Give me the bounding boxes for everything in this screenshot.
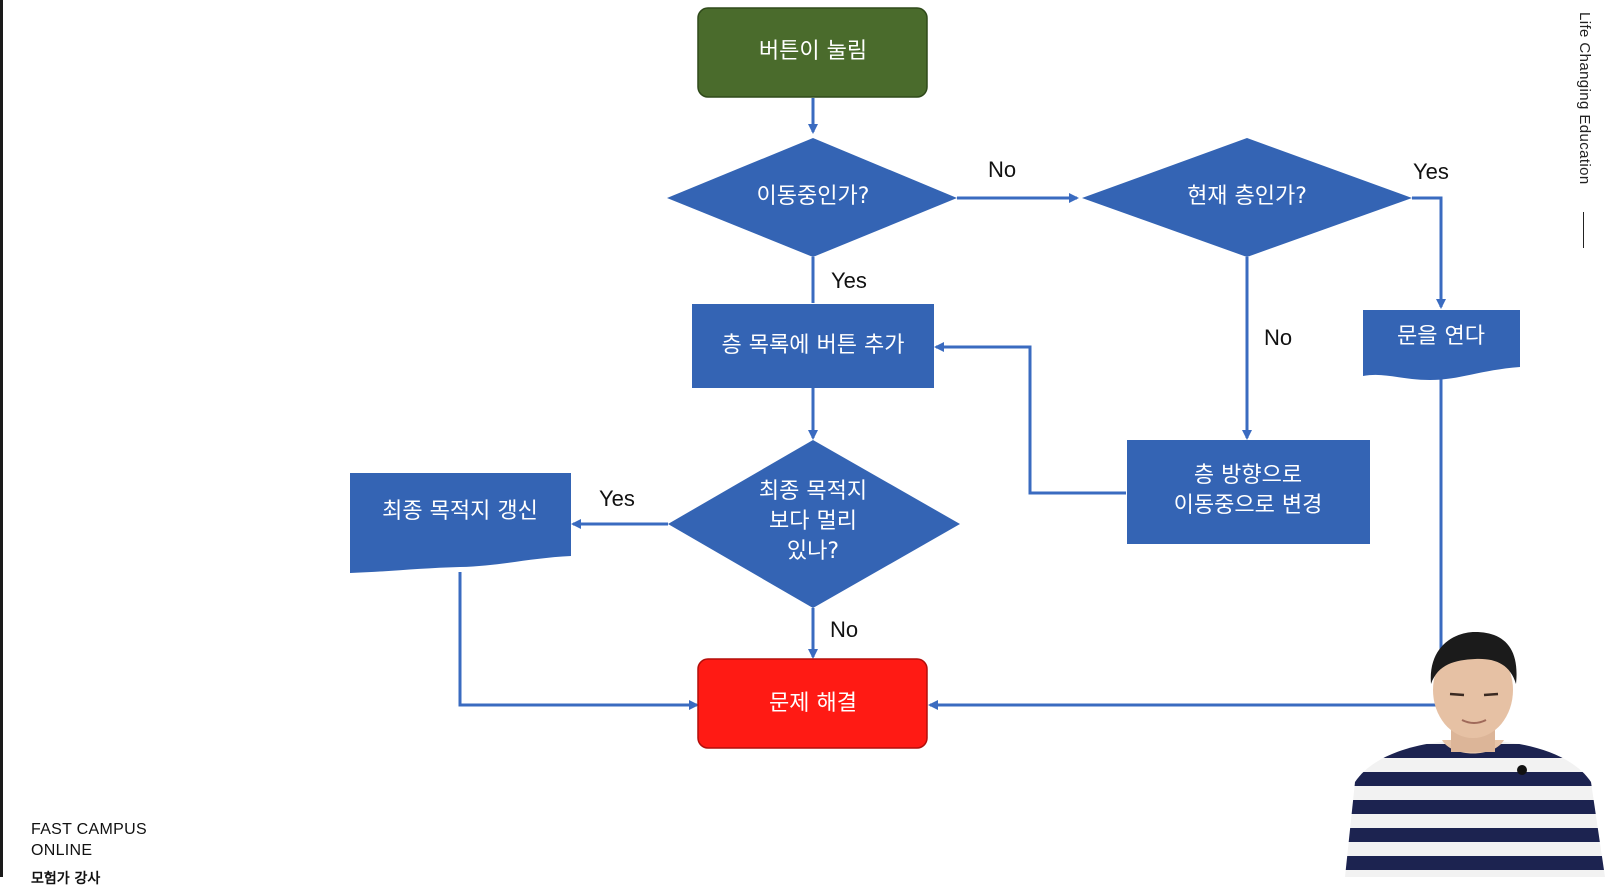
end-label: 문제 해결 xyxy=(769,691,857,716)
edge-update-to-end xyxy=(458,572,699,710)
farther-decision xyxy=(668,440,960,608)
brand-logo-text: FAST CAMPUS ONLINE xyxy=(31,819,147,861)
presenter-video xyxy=(1330,632,1616,877)
edge-current-yes xyxy=(1412,196,1446,309)
open-door-document xyxy=(1363,310,1520,380)
update-dest-label: 최종 목적지 갱신 xyxy=(382,499,538,524)
brand-line-2: ONLINE xyxy=(31,842,93,859)
current-floor-label: 현재 층인가? xyxy=(1187,184,1307,209)
farther-no-label: No xyxy=(830,617,858,642)
side-slogan: Life Changing Education xyxy=(1576,12,1593,185)
add-floor-process xyxy=(692,304,934,388)
edge-changedir-to-add xyxy=(934,342,1126,495)
farther-label-1: 최종 목적지 xyxy=(759,479,867,504)
side-slogan-rule xyxy=(1583,212,1584,248)
farther-label-3: 있나? xyxy=(787,539,839,564)
change-dir-label-1: 층 방향으로 xyxy=(1194,463,1302,488)
current-no-label: No xyxy=(1264,325,1292,350)
farther-yes-label: Yes xyxy=(599,486,635,511)
update-dest-document xyxy=(350,473,571,573)
end-node xyxy=(697,658,928,749)
change-dir-label-2: 이동중으로 변경 xyxy=(1174,493,1323,518)
current-yes-label: Yes xyxy=(1413,159,1449,184)
brand-line-1: FAST CAMPUS xyxy=(31,821,147,838)
presenter-figure xyxy=(1345,632,1605,877)
start-node xyxy=(697,7,928,98)
moving-label: 이동중인가? xyxy=(757,184,870,209)
moving-yes-label: Yes xyxy=(831,268,867,293)
current-floor-decision xyxy=(1082,138,1412,257)
change-dir-process xyxy=(1127,440,1370,544)
moving-no-label: No xyxy=(988,157,1016,182)
add-floor-label: 층 목록에 버튼 추가 xyxy=(722,333,905,358)
start-label: 버튼이 눌림 xyxy=(759,39,867,64)
left-edge-rule xyxy=(0,0,3,877)
brand-subtitle: 모험가 강사 xyxy=(31,871,101,887)
farther-label-2: 보다 멀리 xyxy=(769,509,857,534)
moving-decision xyxy=(667,138,957,257)
open-door-label: 문을 연다 xyxy=(1397,324,1485,349)
